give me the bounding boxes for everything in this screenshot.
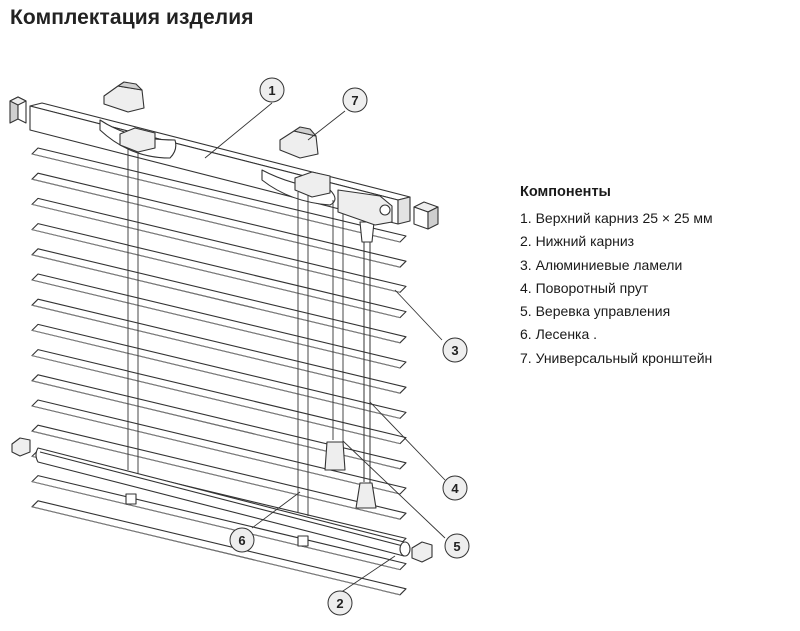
- legend-item-7: 7. Универсальный кронштейн: [520, 349, 713, 366]
- callout-4-label: 4: [451, 481, 459, 496]
- tilt-rod: [355, 221, 377, 509]
- callout-7: 7: [342, 87, 368, 113]
- bracket-rail-2: [294, 171, 331, 198]
- bottom-bracket-left: [11, 437, 31, 457]
- slat: [31, 475, 407, 571]
- legend-item-1: 1. Верхний карниз 25 × 25 мм: [520, 210, 713, 226]
- callout-2-label: 2: [336, 596, 343, 611]
- callout-6-label: 6: [238, 533, 245, 548]
- slat-shadow: [31, 481, 401, 570]
- hold-down-clip-right: [297, 535, 309, 547]
- end-cap-left: [9, 96, 27, 124]
- legend-item-2: 2. Нижний карниз: [520, 233, 635, 250]
- leader-lines: [204, 102, 446, 594]
- page-title: Комплектация изделия: [10, 6, 254, 29]
- callout-2: 2: [327, 590, 353, 616]
- slat-shadow: [31, 304, 401, 394]
- slat: [31, 298, 407, 394]
- callout-5-label: 5: [453, 539, 460, 554]
- hold-down-clip-left: [125, 493, 137, 505]
- legend-heading: Компоненты: [520, 184, 611, 200]
- slat-shadow: [31, 204, 401, 293]
- slat-shadow: [31, 178, 401, 268]
- bracket-top-left: [103, 81, 145, 113]
- bottom-bracket-right: [411, 541, 433, 563]
- slat-shadow: [31, 229, 401, 318]
- slat-shadow: [31, 279, 401, 369]
- callout-3: 3: [442, 337, 468, 363]
- slat: [31, 374, 407, 470]
- slat: [31, 323, 407, 419]
- bottom-rail: [35, 447, 411, 557]
- slat-shadow: [31, 405, 401, 495]
- slat-shadow: [31, 430, 401, 520]
- slat-shadow: [31, 153, 401, 243]
- legend-item-3: 3. Алюминиевые ламели: [520, 256, 683, 273]
- callout-1: 1: [259, 77, 285, 103]
- callout-3-label: 3: [451, 343, 458, 358]
- callout-6: 6: [229, 527, 255, 553]
- slat-shadow: [31, 355, 401, 444]
- callout-1-label: 1: [268, 83, 275, 98]
- bracket-top-right: [279, 126, 319, 159]
- slat: [31, 248, 407, 344]
- legend-item-4: 4. Поворотный прут: [520, 279, 649, 296]
- legend-list: 1. Верхний карниз 25 × 25 мм 2. Нижний к…: [520, 207, 790, 370]
- pull-cord: [324, 441, 346, 471]
- callout-4: 4: [442, 475, 468, 501]
- slat: [31, 349, 407, 445]
- slat-shadow: [31, 330, 401, 419]
- slat-shadow: [31, 506, 401, 596]
- slat: [31, 273, 407, 369]
- components-legend: Компоненты 1. Верхний карниз 25 × 25 мм …: [520, 184, 790, 370]
- callout-7-label: 7: [351, 93, 358, 108]
- slat-shadow: [31, 254, 401, 344]
- legend-item-5: 5. Веревка управления: [520, 303, 671, 320]
- bracket-rail-1: [119, 127, 156, 153]
- slat: [31, 500, 407, 596]
- legend-item-6: 6. Лесенка .: [520, 326, 598, 343]
- tilt-mechanism: [337, 189, 393, 226]
- end-cap-right: [413, 201, 439, 230]
- ladder-cords: [127, 146, 344, 516]
- slat: [31, 223, 407, 319]
- callout-5: 5: [444, 533, 470, 559]
